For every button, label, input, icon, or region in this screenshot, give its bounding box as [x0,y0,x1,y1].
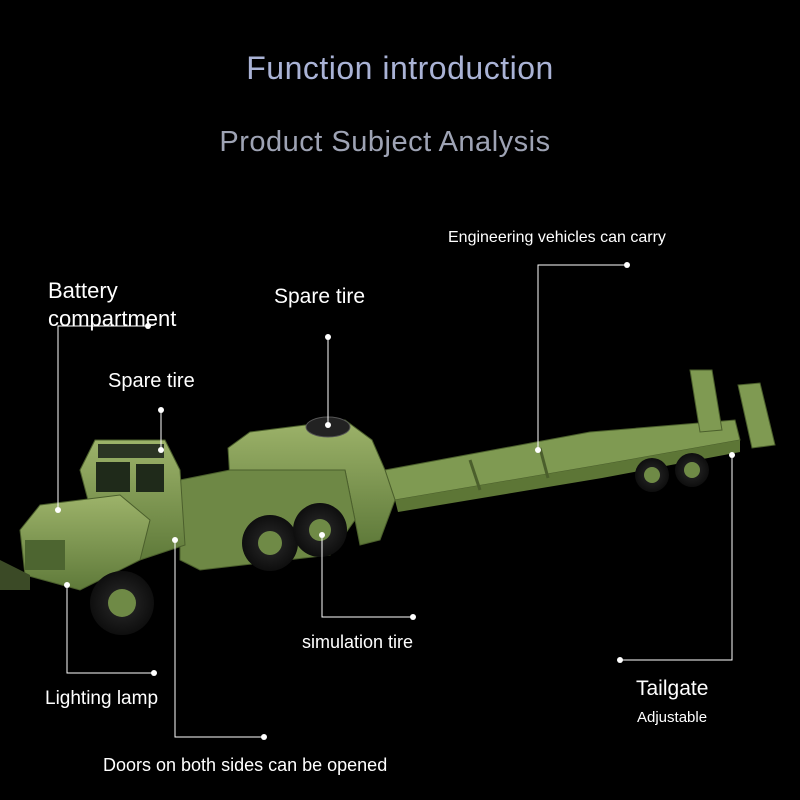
callout-tailgate-note: Adjustable [637,709,708,726]
callout-spare-tire-cab: Spare tire [108,370,195,392]
callout-simulation-tire: simulation tire [302,632,414,652]
trailer [227,369,776,546]
callout-lines [57,264,733,738]
callout-engineering-vehicles: Engineering vehicles can carry [448,229,666,246]
callout-tailgate: Tailgate [636,677,709,700]
callout-lighting-lamp: Lighting lamp [45,688,159,709]
page-subtitle: Product Subject Analysis [219,126,551,158]
callout-doors: Doors on both sides can be opened [103,755,388,775]
truck-wheels [90,503,347,635]
callout-battery-compartment: Battery compartment [48,278,177,331]
trailer-wheels [635,453,709,492]
page-title: Function introduction [246,50,554,86]
callout-dots [55,262,735,740]
callout-spare-tire-trailer: Spare tire [274,285,366,308]
